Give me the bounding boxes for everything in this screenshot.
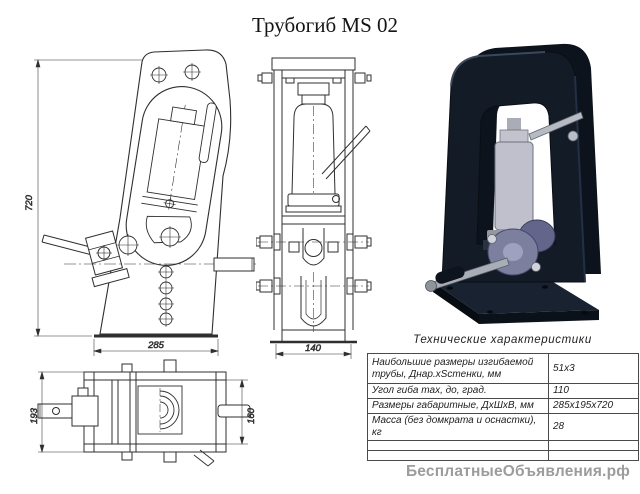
side-jack bbox=[285, 82, 371, 213]
spec-label: Размеры габаритные, ДхШхВ, мм bbox=[367, 398, 549, 414]
front-pipe-stub bbox=[64, 257, 258, 272]
top-frame bbox=[83, 359, 227, 463]
dimension-285: 285 bbox=[92, 339, 220, 356]
frame-edge-highlight bbox=[574, 75, 586, 283]
spec-value bbox=[548, 449, 639, 461]
spec-label: Масса (без домкрата и оснастки), кг bbox=[367, 413, 549, 441]
base-plate bbox=[433, 282, 599, 324]
front-jack-assembly bbox=[125, 86, 223, 266]
spec-label bbox=[367, 439, 549, 451]
dimension-193: 193 bbox=[29, 370, 84, 454]
front-pivot-holes bbox=[117, 226, 181, 256]
spec-table: Наибольшие размеры изгибаемой трубы, Дна… bbox=[367, 353, 639, 461]
top-view-drawing: 193 160 bbox=[29, 359, 257, 467]
dimension-720: 720 bbox=[24, 58, 142, 338]
front-base-holes bbox=[158, 264, 174, 327]
frame-highlight bbox=[450, 51, 546, 87]
spec-label bbox=[367, 449, 549, 461]
crank-handle bbox=[425, 257, 510, 292]
front-top-holes bbox=[150, 63, 201, 84]
render-3d bbox=[425, 43, 601, 324]
spec-title: Технические характеристики bbox=[413, 334, 592, 346]
pump-lever bbox=[528, 111, 584, 141]
page-title: Трубогиб MS 02 bbox=[251, 13, 399, 37]
side-frame bbox=[257, 57, 372, 344]
front-view-drawing: 720 285 bbox=[24, 49, 258, 356]
spec-value: 285х195х720 bbox=[548, 398, 639, 414]
top-roller-plan bbox=[137, 385, 215, 467]
side-width-dim-label: 140 bbox=[305, 343, 322, 354]
table-row bbox=[367, 439, 639, 451]
spec-panel: Технические характеристики Наибольшие ра… bbox=[367, 334, 639, 461]
watermark: БесплатныеОбъявления.рф bbox=[405, 463, 630, 480]
table-row: Размеры габаритные, ДхШхВ, мм 285х195х72… bbox=[367, 398, 639, 414]
front-frame-outline bbox=[94, 49, 232, 338]
top-shafts bbox=[37, 387, 251, 427]
table-row: Наибольшие размеры изгибаемой трубы, Дна… bbox=[367, 353, 639, 384]
spec-value: 110 bbox=[548, 383, 639, 399]
spec-label: Наибольшие размеры изгибаемой трубы, Дна… bbox=[367, 353, 549, 384]
spec-value bbox=[548, 439, 639, 451]
spec-value: 28 bbox=[548, 413, 639, 441]
dimension-140: 140 bbox=[274, 343, 353, 359]
table-row: Масса (без домкрата и оснастки), кг 28 bbox=[367, 413, 639, 441]
spec-value: 51х3 bbox=[548, 353, 639, 384]
dimension-160: 160 bbox=[226, 378, 257, 446]
side-view-drawing: 140 bbox=[256, 57, 372, 359]
frame-bolt bbox=[567, 130, 579, 142]
top-right-dim-label: 160 bbox=[246, 407, 257, 424]
side-roller-assembly bbox=[256, 215, 372, 332]
front-width-dim-label: 285 bbox=[147, 340, 165, 351]
spec-label: Угол гиба max, до, град. bbox=[367, 383, 549, 399]
table-row bbox=[367, 449, 639, 461]
front-height-dim-label: 720 bbox=[24, 194, 35, 211]
top-left-dim-label: 193 bbox=[29, 407, 40, 424]
table-row: Угол гиба max, до, град. 110 bbox=[367, 383, 639, 399]
